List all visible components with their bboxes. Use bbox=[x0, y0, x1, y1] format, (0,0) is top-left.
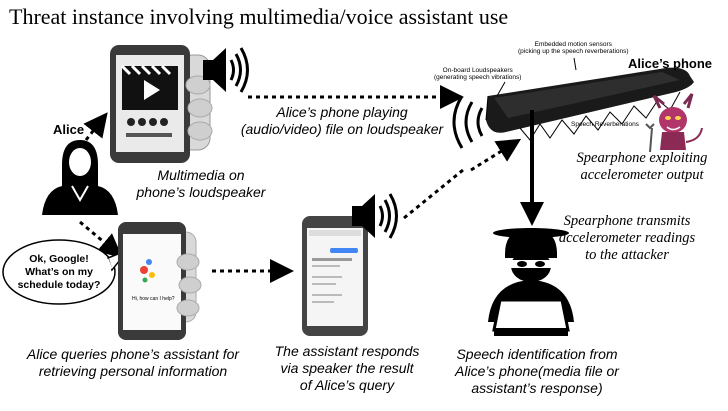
alices-phone-icon bbox=[485, 67, 694, 133]
queries-caption: Alice queries phone’s assistant for retr… bbox=[26, 346, 240, 379]
diagram-title: Threat instance involving multimedia/voi… bbox=[9, 4, 509, 29]
playing-caption: Alice’s phone playing (audio/video) file… bbox=[240, 104, 444, 137]
spearphone-exploit-caption: Spearphone exploiting accelerometer outp… bbox=[576, 150, 708, 183]
alice-person-icon bbox=[42, 140, 118, 215]
multimedia-caption: Multimedia on phone’s loudspeaker bbox=[136, 167, 266, 200]
media-phone-icon bbox=[110, 45, 213, 163]
attacker-icon bbox=[488, 228, 574, 336]
speech-reverberation-wave bbox=[519, 91, 681, 141]
arrow-response-to-phone bbox=[403, 168, 464, 220]
identification-caption: Speech identification from Alice’s phone… bbox=[455, 346, 619, 396]
speaker-icon bbox=[203, 47, 249, 93]
devil-icon bbox=[645, 93, 703, 153]
response-phone-icon bbox=[302, 216, 368, 336]
alices-phone-label: Alice’s phone bbox=[628, 56, 713, 71]
responds-caption: The assistant responds via speaker the r… bbox=[274, 343, 420, 393]
spearphone-transmits-caption: Spearphone transmits accelerometer readi… bbox=[558, 213, 696, 263]
bubble-text: Ok, Google! What’s on my schedule today? bbox=[17, 253, 101, 291]
arrow-alice-to-media-phone bbox=[83, 112, 108, 141]
onboard-loudspeakers-label: On-board Loudspeakers (generating speech… bbox=[434, 67, 522, 81]
speaker-icon bbox=[352, 193, 398, 239]
speech-reverberations-label: Speech Reverberations bbox=[571, 121, 639, 128]
motion-sensors-label: Embedded motion sensors (picking up the … bbox=[518, 41, 629, 55]
arrow-alice-to-assistant-phone bbox=[79, 220, 123, 258]
assistant-phone-icon bbox=[118, 222, 202, 340]
sound-waves-icon bbox=[452, 95, 484, 149]
assistant-screen-text: Hi, how can I help? bbox=[132, 296, 175, 302]
alice-label: Alice bbox=[53, 122, 85, 137]
